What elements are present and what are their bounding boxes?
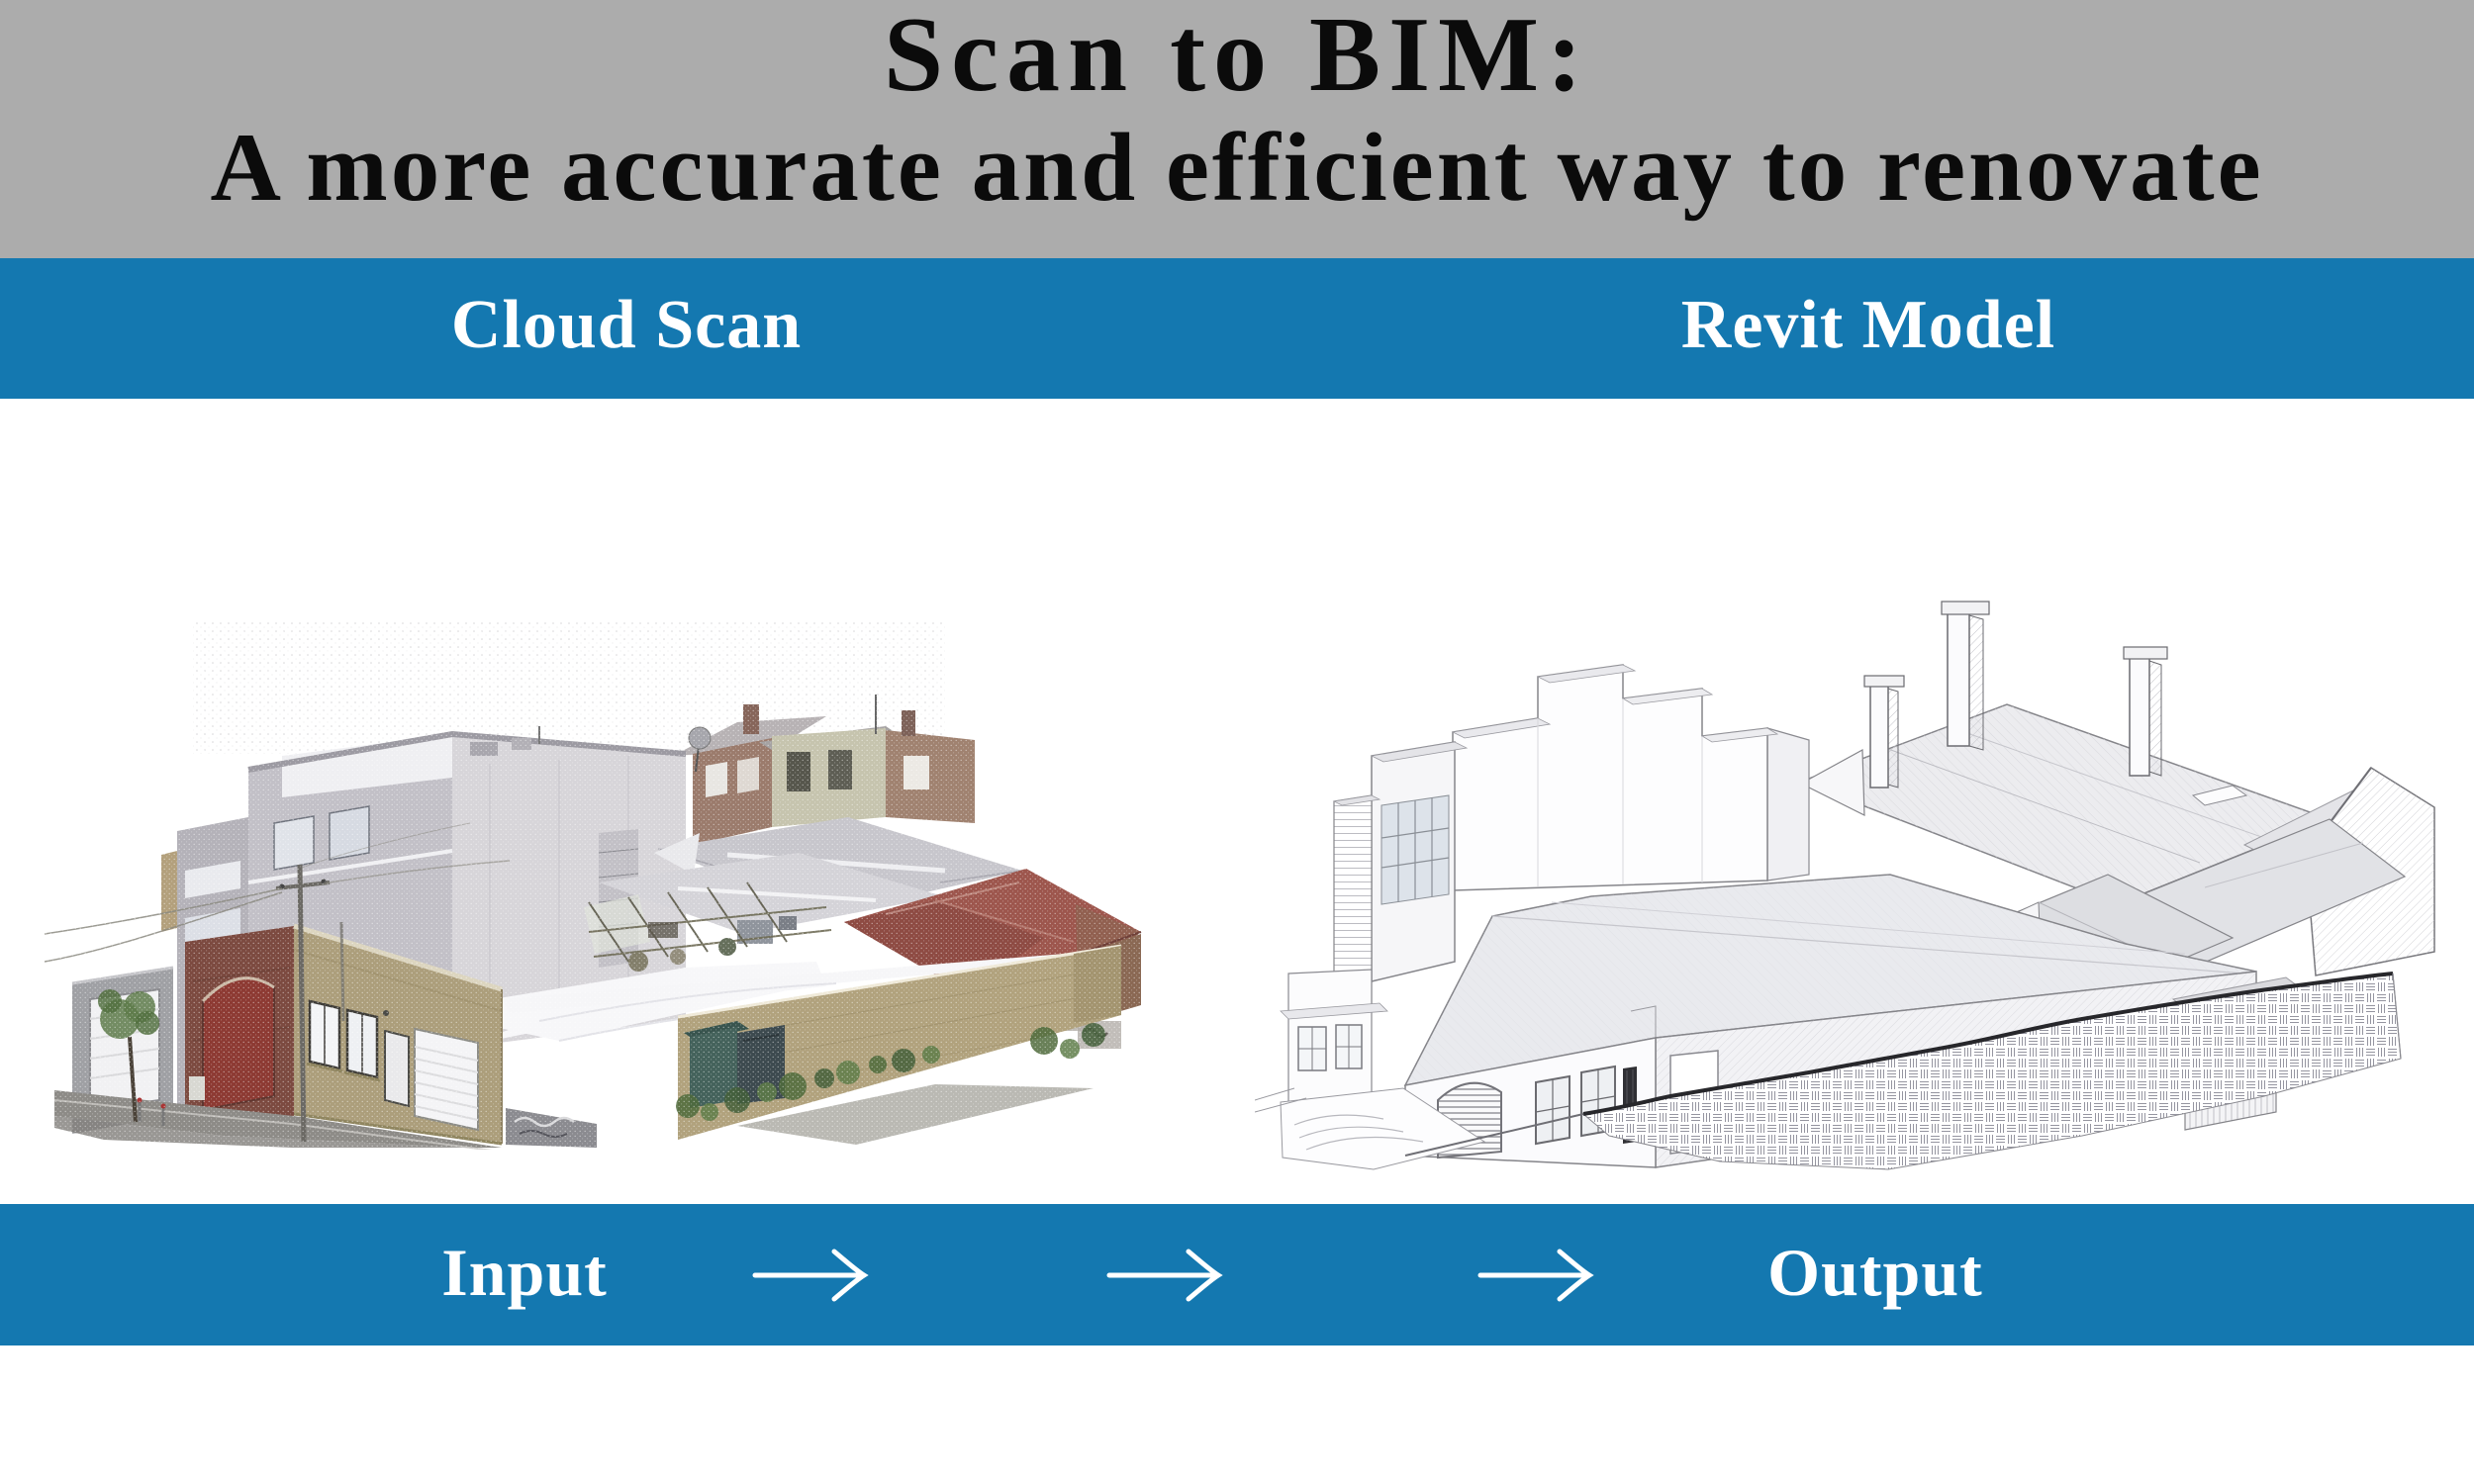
input-label: Input	[441, 1234, 608, 1310]
flow-bar: Input Output	[0, 1204, 2474, 1345]
revit-model-image	[1255, 601, 2435, 1170]
arrow-right-icon	[752, 1249, 869, 1302]
chimneys	[1863, 601, 2168, 788]
arrow-right-icon	[1106, 1249, 1223, 1302]
output-label: Output	[1767, 1234, 1983, 1310]
point-cloud-speckle	[45, 615, 1153, 1150]
arrow-right-icon	[1477, 1249, 1594, 1302]
point-cloud-image	[45, 615, 1153, 1150]
revit-model-label: Revit Model	[1680, 286, 2056, 363]
site-base-platform	[1581, 972, 2402, 1170]
central-roof	[1403, 874, 2257, 1087]
footer: SCAN TO B M	[0, 1345, 2474, 1484]
title-banner: Scan to BIM: A more accurate and efficie…	[0, 0, 2474, 258]
cloud-scan-label: Cloud Scan	[450, 286, 803, 363]
site-boundary-line	[1582, 972, 2394, 1116]
panel-label-bar: Cloud Scan Revit Model	[0, 258, 2474, 399]
back-white-building	[1280, 664, 1810, 1109]
poster-subtitle: A more accurate and efficient way to ren…	[210, 114, 2264, 222]
poster-title: Scan to BIM:	[884, 0, 1590, 114]
terrace-contours	[1255, 1087, 1584, 1170]
